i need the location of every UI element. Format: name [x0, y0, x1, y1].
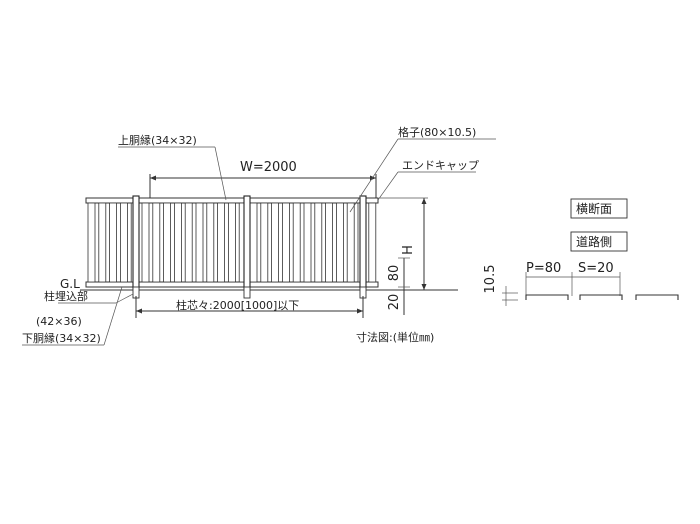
- height-label: H: [401, 245, 416, 255]
- thickness-label: 10.5: [483, 265, 498, 294]
- slat-section: [525, 294, 569, 300]
- post-embed-label: 柱埋込部: [44, 289, 88, 303]
- slat: [303, 202, 312, 283]
- dim-20-label: 20: [387, 294, 402, 311]
- slat: [335, 202, 344, 283]
- dimension-note: 寸法図:(単位㎜): [356, 330, 434, 344]
- slat: [346, 202, 355, 283]
- slat-section: [579, 294, 623, 300]
- height-dimension: [380, 197, 428, 290]
- cross-section-title: 横断面: [576, 201, 612, 216]
- road-side-label: 道路側: [576, 234, 612, 249]
- pitch-label: P=80: [526, 261, 561, 276]
- slat: [195, 202, 204, 283]
- slat: [163, 202, 172, 283]
- slat: [368, 202, 377, 283]
- slat-label: 格子(80×10.5): [398, 125, 476, 139]
- space-label: S=20: [578, 261, 614, 276]
- end-cap-label: エンドキャップ: [402, 159, 479, 172]
- slat: [173, 202, 182, 283]
- end-cap-leader: [377, 171, 476, 201]
- slat-cross-sections: [525, 294, 679, 300]
- slat: [141, 202, 150, 283]
- post-embedded-parts: [132, 286, 367, 299]
- slat-leader: [349, 138, 496, 213]
- post: [243, 195, 251, 289]
- thickness-dimension: [502, 286, 518, 306]
- gl-label: G.L: [60, 277, 80, 291]
- slat: [152, 202, 161, 283]
- slat: [260, 202, 269, 283]
- bottom-rail-label: 下胴縁(34×32): [22, 331, 101, 345]
- road-side-box: [570, 231, 628, 252]
- slat: [314, 202, 323, 283]
- dim-80-label: 80: [387, 265, 402, 282]
- slat: [120, 202, 128, 283]
- slats: [87, 202, 377, 283]
- clearance-dimensions: [398, 257, 410, 315]
- post-pitch-label: 柱芯々:2000[1000]以下: [176, 298, 299, 312]
- slat: [109, 202, 117, 283]
- fence-elevation: [85, 195, 379, 289]
- slat: [184, 202, 193, 283]
- slat-section: [635, 294, 679, 300]
- slat: [217, 202, 226, 283]
- slat: [281, 202, 290, 283]
- top-rail-leader: [118, 146, 227, 201]
- top-rail: [85, 197, 379, 204]
- width-dimension: [149, 174, 377, 198]
- pitch-space-dimension: [525, 272, 621, 296]
- slat: [98, 202, 107, 283]
- width-label: W=2000: [240, 160, 297, 175]
- slat: [249, 202, 258, 283]
- slat: [325, 202, 334, 283]
- post: [132, 195, 140, 289]
- slat: [206, 202, 215, 283]
- bottom-rail-leader: [22, 286, 123, 346]
- slat: [292, 202, 301, 283]
- slat: [87, 202, 96, 283]
- post-embed-size: (42×36): [36, 315, 82, 328]
- post-pitch-dimension: [135, 296, 364, 318]
- post: [359, 195, 367, 289]
- cross-section-title-box: [570, 198, 628, 219]
- bottom-rail: [85, 281, 379, 288]
- top-rail-label: 上胴縁(34×32): [118, 133, 197, 147]
- slat: [271, 202, 280, 283]
- post-embed-leader: [58, 293, 134, 304]
- slat: [227, 202, 236, 283]
